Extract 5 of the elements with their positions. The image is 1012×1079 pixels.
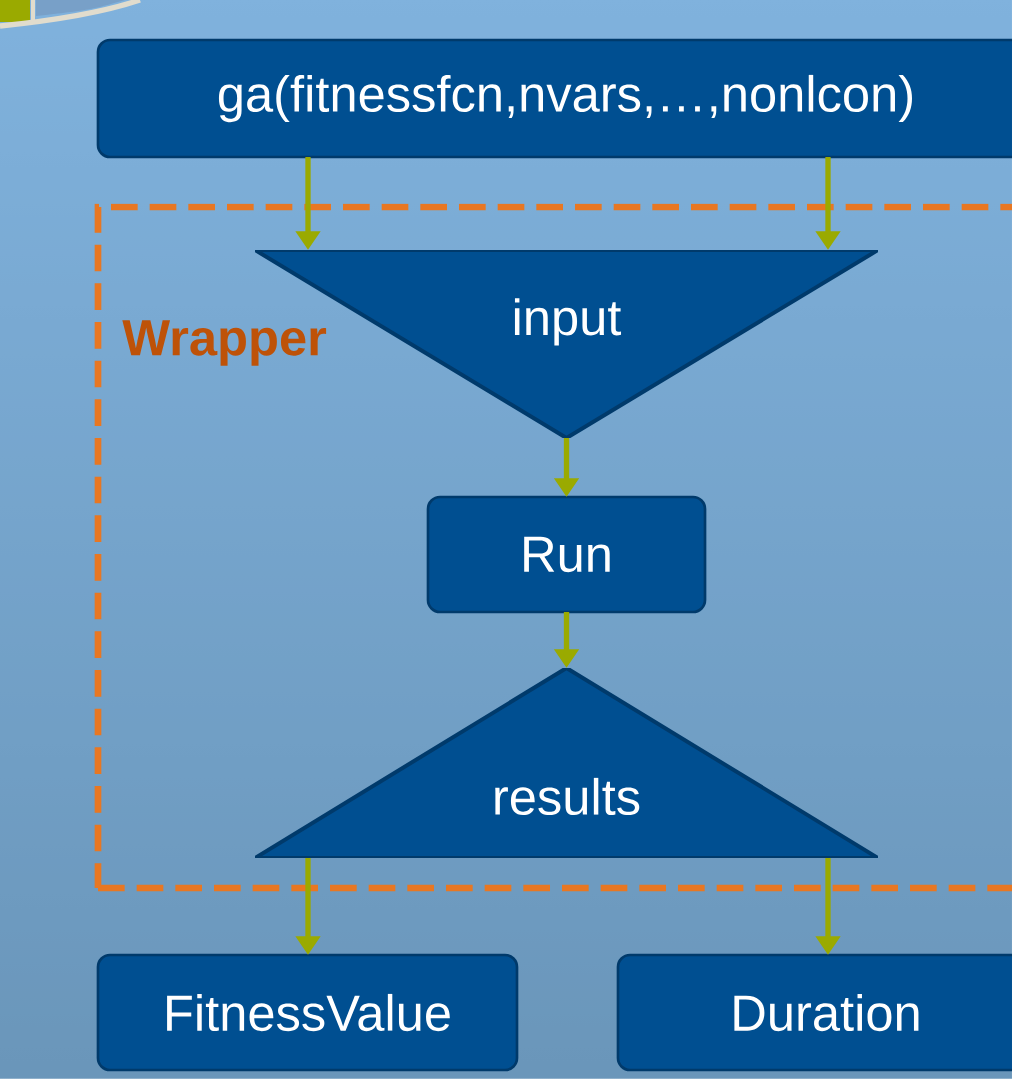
process-box: ga(fitnessfcn,nvars,…,nonlcon) — [96, 38, 1012, 159]
funnel-triangle: results — [255, 668, 878, 858]
process-box: FitnessValue — [96, 953, 519, 1072]
process-box: Run — [426, 495, 707, 614]
process-box: Duration — [616, 953, 1012, 1072]
